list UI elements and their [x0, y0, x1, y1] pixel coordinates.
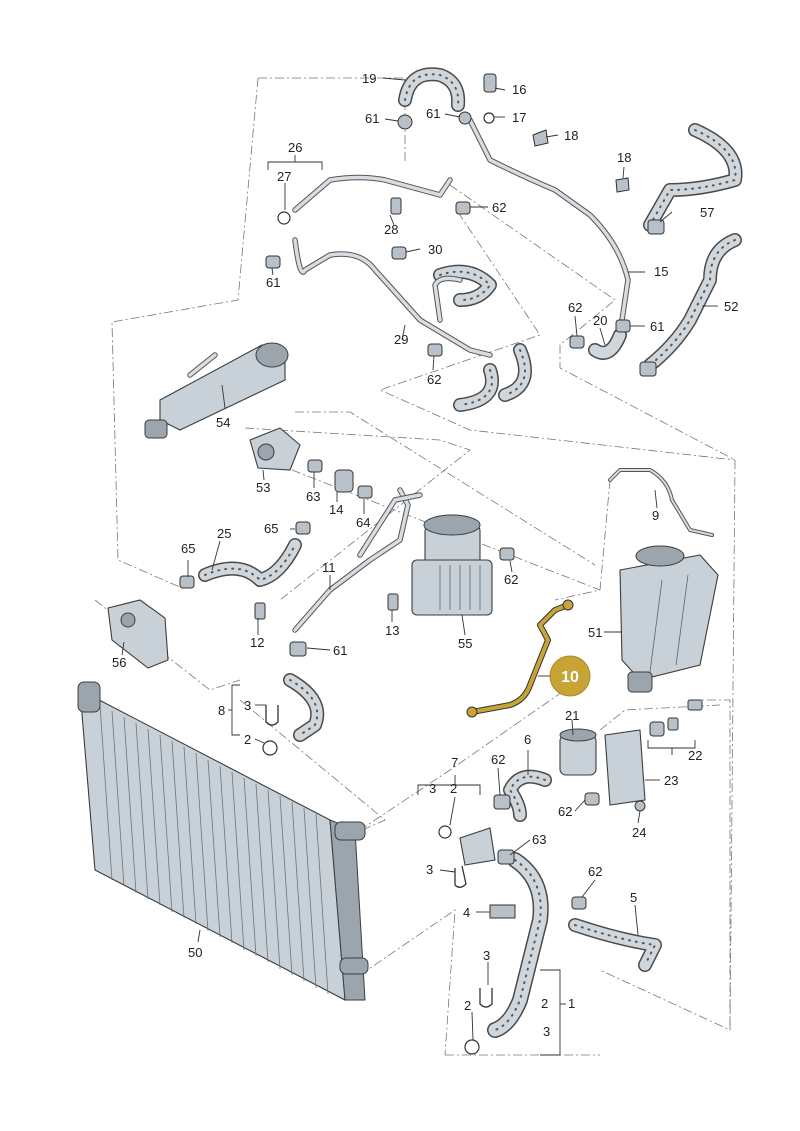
callout-26: 26: [288, 140, 302, 155]
callout-3-e: 3: [543, 1024, 550, 1039]
callout-2-a: 2: [244, 732, 251, 747]
callout-24: 24: [632, 825, 646, 840]
callout-12: 12: [250, 635, 264, 650]
callout-21: 21: [565, 708, 579, 723]
callout-6: 6: [524, 732, 531, 747]
callout-29: 29: [394, 332, 408, 347]
callout-28: 28: [384, 222, 398, 237]
callout-52: 52: [724, 299, 738, 314]
callout-22: 22: [688, 748, 702, 763]
callout-11: 11: [322, 560, 336, 575]
coolant-flange: [107, 599, 169, 669]
callout-16: 16: [512, 82, 526, 97]
callout-1: 1: [568, 996, 575, 1011]
callout-65-b: 65: [181, 541, 195, 556]
callout-18-mid: 18: [617, 150, 631, 165]
callout-9: 9: [652, 508, 659, 523]
callout-10-badge: 10: [538, 655, 591, 697]
callout-62-f: 62: [558, 804, 572, 819]
highlighted-pipe-10: [466, 599, 574, 718]
leader-lines: [121, 77, 718, 1056]
radiator: [77, 681, 369, 1001]
callout-3-a: 3: [244, 698, 251, 713]
callout-61-e: 61: [333, 643, 347, 658]
callout-2-b: 2: [450, 781, 457, 796]
callout-62-b: 62: [568, 300, 582, 315]
coolant-connector: [249, 427, 301, 471]
callout-25: 25: [217, 526, 231, 541]
callout-3-d: 3: [483, 948, 490, 963]
callout-3-b: 3: [429, 781, 436, 796]
callout-57: 57: [700, 205, 714, 220]
callout-3-c: 3: [426, 862, 433, 877]
callout-27: 27: [277, 169, 291, 184]
coolant-pump: [559, 728, 597, 776]
callout-15: 15: [654, 264, 668, 279]
callout-61-a: 61: [365, 111, 379, 126]
callout-50: 50: [188, 945, 202, 960]
callout-17: 17: [512, 110, 526, 125]
callout-10: 10: [561, 669, 579, 686]
callout-labels: 19 16 17 18 61 61 18 26 27 57 62 28 30 6…: [112, 71, 738, 1039]
callout-62-g: 62: [588, 864, 602, 879]
callout-61-d: 61: [650, 319, 664, 334]
callout-51: 51: [588, 625, 602, 640]
callout-14: 14: [329, 502, 343, 517]
expansion-tank: [619, 545, 719, 693]
callout-8: 8: [218, 703, 225, 718]
callout-5: 5: [630, 890, 637, 905]
callout-62-e: 62: [491, 752, 505, 767]
callout-19: 19: [362, 71, 376, 86]
callout-62-c: 62: [427, 372, 441, 387]
callout-61-b: 61: [426, 106, 440, 121]
callout-62-d: 62: [504, 572, 518, 587]
callout-13: 13: [385, 623, 399, 638]
assembly-guide-lines: [94, 77, 736, 1056]
callout-61-c: 61: [266, 275, 280, 290]
callout-7: 7: [451, 755, 458, 770]
callout-53: 53: [256, 480, 270, 495]
callout-63-b: 63: [532, 832, 546, 847]
callout-63-a: 63: [306, 489, 320, 504]
callout-64: 64: [356, 515, 370, 530]
callout-4: 4: [463, 905, 470, 920]
callout-2-d: 2: [464, 998, 471, 1013]
coolant-pipes: [292, 117, 714, 633]
callout-54: 54: [216, 415, 230, 430]
callout-62-a: 62: [492, 200, 506, 215]
callout-65-a: 65: [264, 521, 278, 536]
callout-55: 55: [458, 636, 472, 651]
callout-30: 30: [428, 242, 442, 257]
bracket: [604, 729, 646, 806]
callout-56: 56: [112, 655, 126, 670]
callout-20: 20: [593, 313, 607, 328]
callout-23: 23: [664, 773, 678, 788]
callout-18-top: 18: [564, 128, 578, 143]
callout-2-c: 2: [541, 996, 548, 1011]
coolant-hoses: [198, 67, 743, 1038]
small-components: [179, 73, 703, 1055]
oil-filter-housing: [411, 514, 493, 616]
